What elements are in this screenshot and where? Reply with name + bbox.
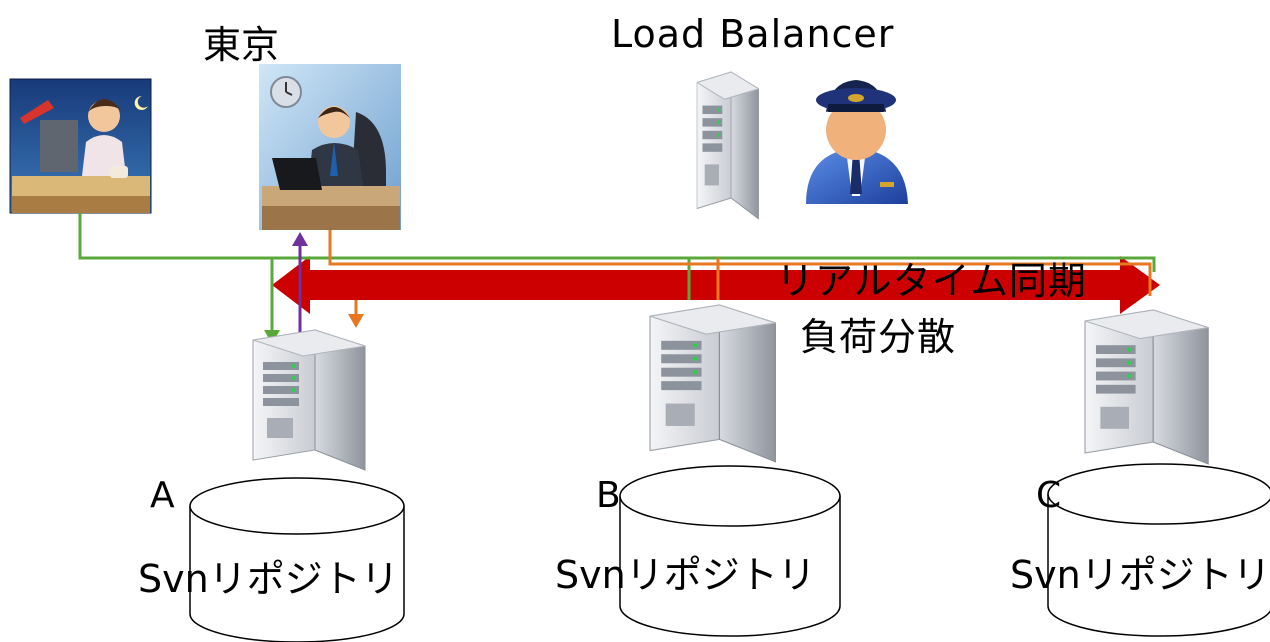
realtime-sync-label: リアルタイム同期: [776, 259, 1087, 303]
repository-a-cylinder: [189, 477, 405, 642]
load-balancer-label: Load Balancer: [611, 12, 895, 56]
load-distribution-label: 負荷分散: [800, 315, 957, 359]
user-woman-icon: [9, 78, 152, 214]
repository-c-label: Svnリポジトリ: [1010, 553, 1270, 597]
node-b-letter: B: [596, 475, 621, 516]
node-c-letter: C: [1036, 475, 1062, 516]
user-man-icon: [259, 64, 401, 230]
purple-arrowhead: [292, 232, 308, 246]
server-a-icon: [252, 329, 366, 471]
orange-connection-line: [328, 230, 1152, 316]
tokyo-label: 東京: [203, 23, 280, 67]
repository-a-label: Svnリポジトリ: [138, 557, 399, 601]
repository-c-cylinder: [1047, 463, 1270, 637]
server-c-icon: [1084, 309, 1209, 465]
load-balancer-server-icon: [696, 71, 760, 220]
repository-b-label: Svnリポジトリ: [555, 553, 816, 597]
orange-arrowhead: [348, 314, 364, 328]
server-b-icon: [649, 304, 777, 463]
realtime-sync-arrow: [272, 256, 1160, 314]
node-a-letter: A: [150, 475, 175, 516]
repository-b-cylinder: [619, 465, 841, 637]
guard-icon: [806, 80, 908, 204]
